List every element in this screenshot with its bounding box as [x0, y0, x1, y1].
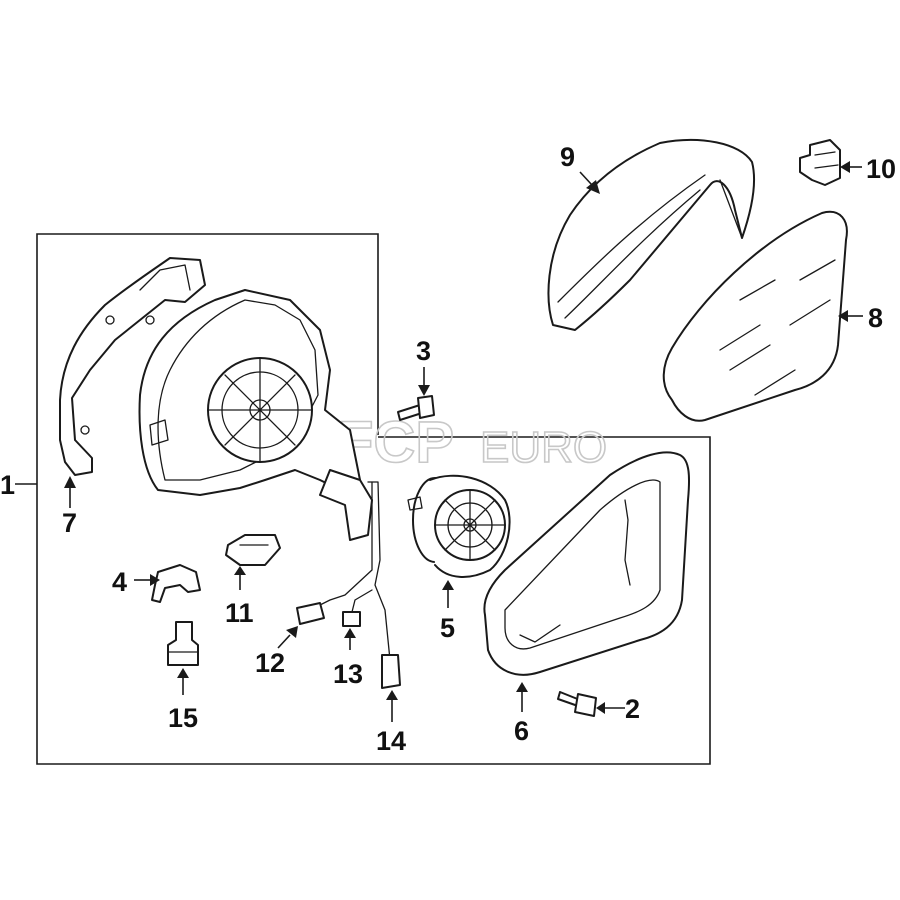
assembly-frame-1	[36, 233, 711, 765]
callout-11: 11	[225, 598, 254, 628]
part-10-clip	[799, 139, 841, 186]
callout-4: 4	[112, 567, 127, 597]
part-9-mirror-cover	[547, 138, 756, 331]
callout-6: 6	[514, 716, 529, 746]
part-1-mirror-housing	[138, 289, 373, 541]
callout-7: 7	[62, 508, 77, 538]
part-3-bolt	[397, 395, 435, 421]
callout-15: 15	[168, 703, 198, 733]
part-6-mirror-frame	[483, 451, 690, 676]
callout-2: 2	[625, 694, 640, 724]
callout-5: 5	[440, 613, 455, 643]
callout-8: 8	[868, 303, 883, 333]
callout-1: 1	[0, 470, 15, 500]
callout-14: 14	[376, 726, 406, 756]
part-11-module	[225, 534, 281, 566]
part-15-sensor	[167, 621, 199, 666]
part-7-bracket	[59, 257, 206, 476]
part-2-screw	[557, 691, 597, 717]
callout-10: 10	[866, 154, 896, 184]
part-4-bracket	[151, 564, 201, 603]
part-8-mirror-glass	[662, 210, 848, 422]
part-5-actuator	[407, 474, 511, 578]
callout-3: 3	[416, 336, 431, 366]
callout-13: 13	[333, 659, 363, 689]
callout-12: 12	[255, 648, 285, 678]
callout-labels: 1 2 3 4 5 6 7 8 9 10 11 12 13 14 15	[0, 142, 896, 756]
callout-9: 9	[560, 142, 575, 172]
part-12-13-14-harness	[296, 481, 401, 689]
leader-lines	[15, 161, 863, 722]
watermark-suffix: EURO	[480, 423, 607, 472]
